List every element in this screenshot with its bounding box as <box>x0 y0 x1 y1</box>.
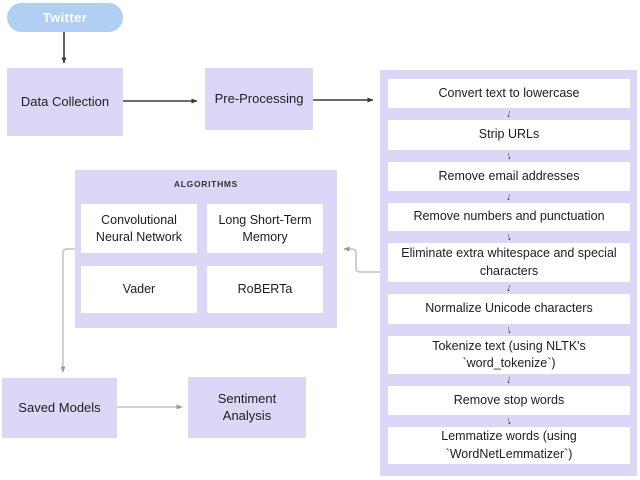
sentiment-analysis-node: Sentiment Analysis <box>188 377 306 438</box>
algorithm-lstm: Long Short-Term Memory <box>207 204 323 253</box>
pipeline-step: Eliminate extra whitespace and special c… <box>388 243 630 282</box>
algorithms-panel-title: ALGORITHMS <box>173 179 239 189</box>
pipeline-step: Remove numbers and punctuation <box>388 203 630 231</box>
pipeline-step: Lemmatize words (using `WordNetLemmatize… <box>388 427 630 464</box>
pipeline-step: Remove stop words <box>388 386 630 415</box>
pipeline-step: Convert text to lowercase <box>388 79 630 108</box>
algorithm-roberta: RoBERTa <box>207 266 323 313</box>
pipeline-step: Tokenize text (using NLTK's `word_tokeni… <box>388 336 630 374</box>
pipeline-step: Strip URLs <box>388 120 630 150</box>
pre-processing-node: Pre-Processing <box>205 68 313 130</box>
preprocessing-pipeline-panel: Convert text to lowercase ↓ Strip URLs ↓… <box>380 70 637 476</box>
pre-processing-label: Pre-Processing <box>214 90 304 106</box>
arrow-pipeline-to-algorithms <box>343 246 380 273</box>
pipeline-step: Normalize Unicode characters <box>388 294 630 324</box>
data-collection-node: Data Collection <box>7 68 123 136</box>
pipeline-step: Remove email addresses <box>388 162 630 191</box>
saved-models-label: Saved Models <box>18 399 101 415</box>
data-collection-label: Data Collection <box>20 93 110 109</box>
twitter-node-label: Twitter <box>42 10 88 25</box>
algorithm-vader: Vader <box>81 266 197 313</box>
arrow-algorithms-to-saved-models <box>60 248 75 373</box>
algorithms-panel: ALGORITHMS Convolutional Neural Network … <box>75 170 337 328</box>
twitter-node: Twitter <box>7 3 123 32</box>
saved-models-node: Saved Models <box>2 378 117 438</box>
sentiment-analysis-label: Sentiment Analysis <box>217 390 277 423</box>
algorithm-cnn: Convolutional Neural Network <box>81 204 197 253</box>
